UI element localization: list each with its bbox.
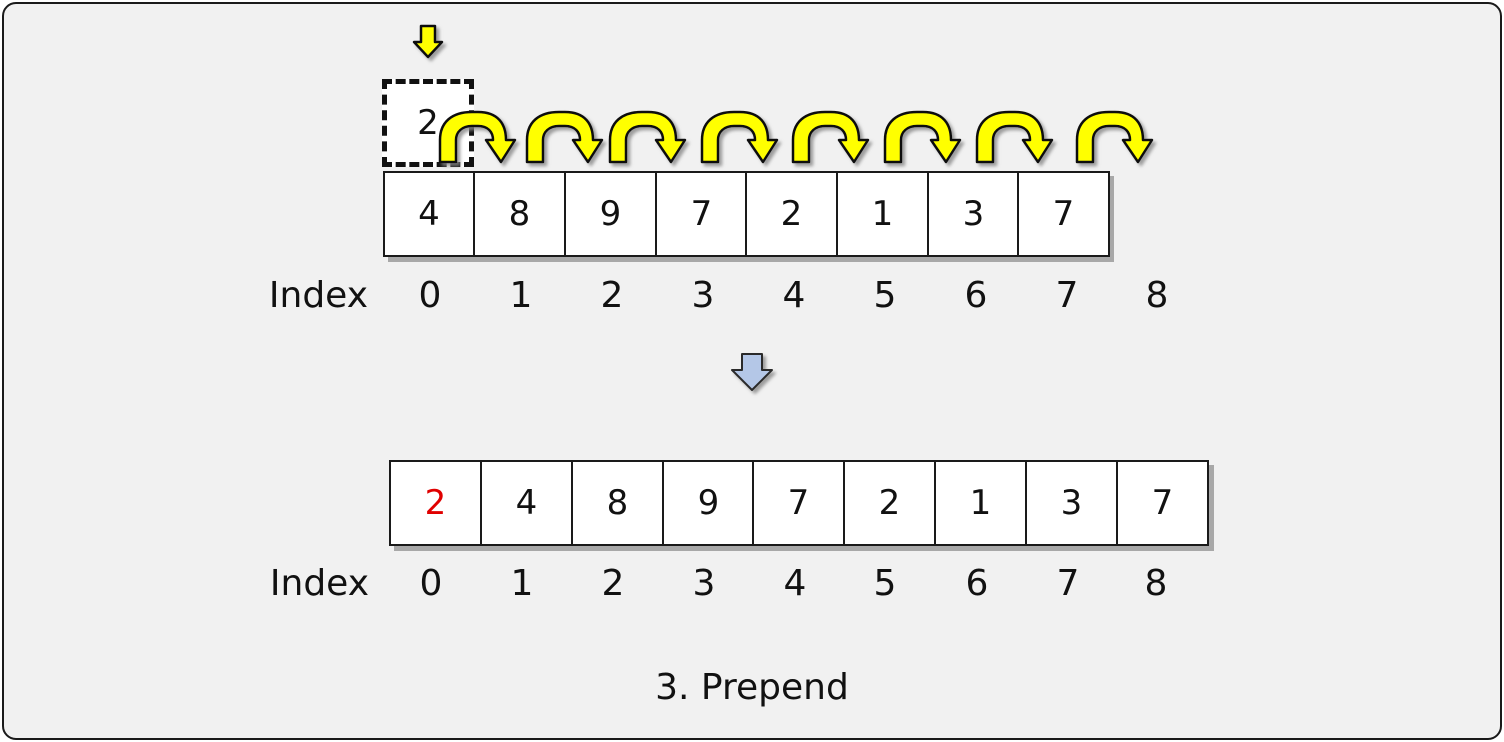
bottom-index-number: 4 [783, 563, 807, 604]
bottom-index-number: 8 [1144, 563, 1168, 604]
top-index-number: 2 [600, 275, 624, 316]
new-element-cell: 2 [382, 79, 474, 167]
insert-down-arrow-icon [412, 24, 444, 59]
top-index-number: 8 [1145, 275, 1169, 316]
bottom-array-cell: 9 [662, 460, 755, 546]
shift-arrow-icon [608, 110, 687, 164]
top-index-number: 4 [782, 275, 806, 316]
top-array-cell: 7 [1017, 171, 1110, 257]
top-index-number: 0 [418, 275, 442, 316]
bottom-array-cell-new: 2 [389, 460, 482, 546]
shift-arrow-icon [791, 110, 870, 164]
top-array-cell: 4 [383, 171, 475, 257]
bottom-array-cell: 7 [1116, 460, 1209, 546]
top-index-number: 3 [691, 275, 715, 316]
step-caption: 3. Prepend [655, 667, 849, 708]
bottom-array-cell: 3 [1025, 460, 1118, 546]
top-index-label: Index [268, 275, 368, 316]
bottom-index-number: 2 [601, 563, 625, 604]
bottom-index-number: 6 [965, 563, 989, 604]
top-index-number: 7 [1055, 275, 1079, 316]
shift-arrow-icon [700, 110, 779, 164]
bottom-array-cell: 8 [571, 460, 664, 546]
bottom-index-number: 3 [692, 563, 716, 604]
shift-arrow-icon [438, 110, 517, 164]
bottom-array-cell: 7 [752, 460, 845, 546]
bottom-array-cell: 1 [934, 460, 1027, 546]
shift-arrow-icon [525, 110, 604, 164]
bottom-index-number: 7 [1056, 563, 1080, 604]
top-index-number: 5 [873, 275, 897, 316]
bottom-index-number: 1 [510, 563, 534, 604]
top-array-cell: 8 [473, 171, 566, 257]
transition-down-arrow-icon [731, 353, 773, 391]
bottom-index-number: 0 [419, 563, 443, 604]
shift-arrow-icon [1075, 110, 1154, 164]
shift-arrow-icon [883, 110, 962, 164]
top-index-number: 6 [964, 275, 988, 316]
top-index-number: 1 [509, 275, 533, 316]
shift-arrow-icon [975, 110, 1054, 164]
bottom-index-label: Index [269, 563, 369, 604]
bottom-index-number: 5 [873, 563, 897, 604]
